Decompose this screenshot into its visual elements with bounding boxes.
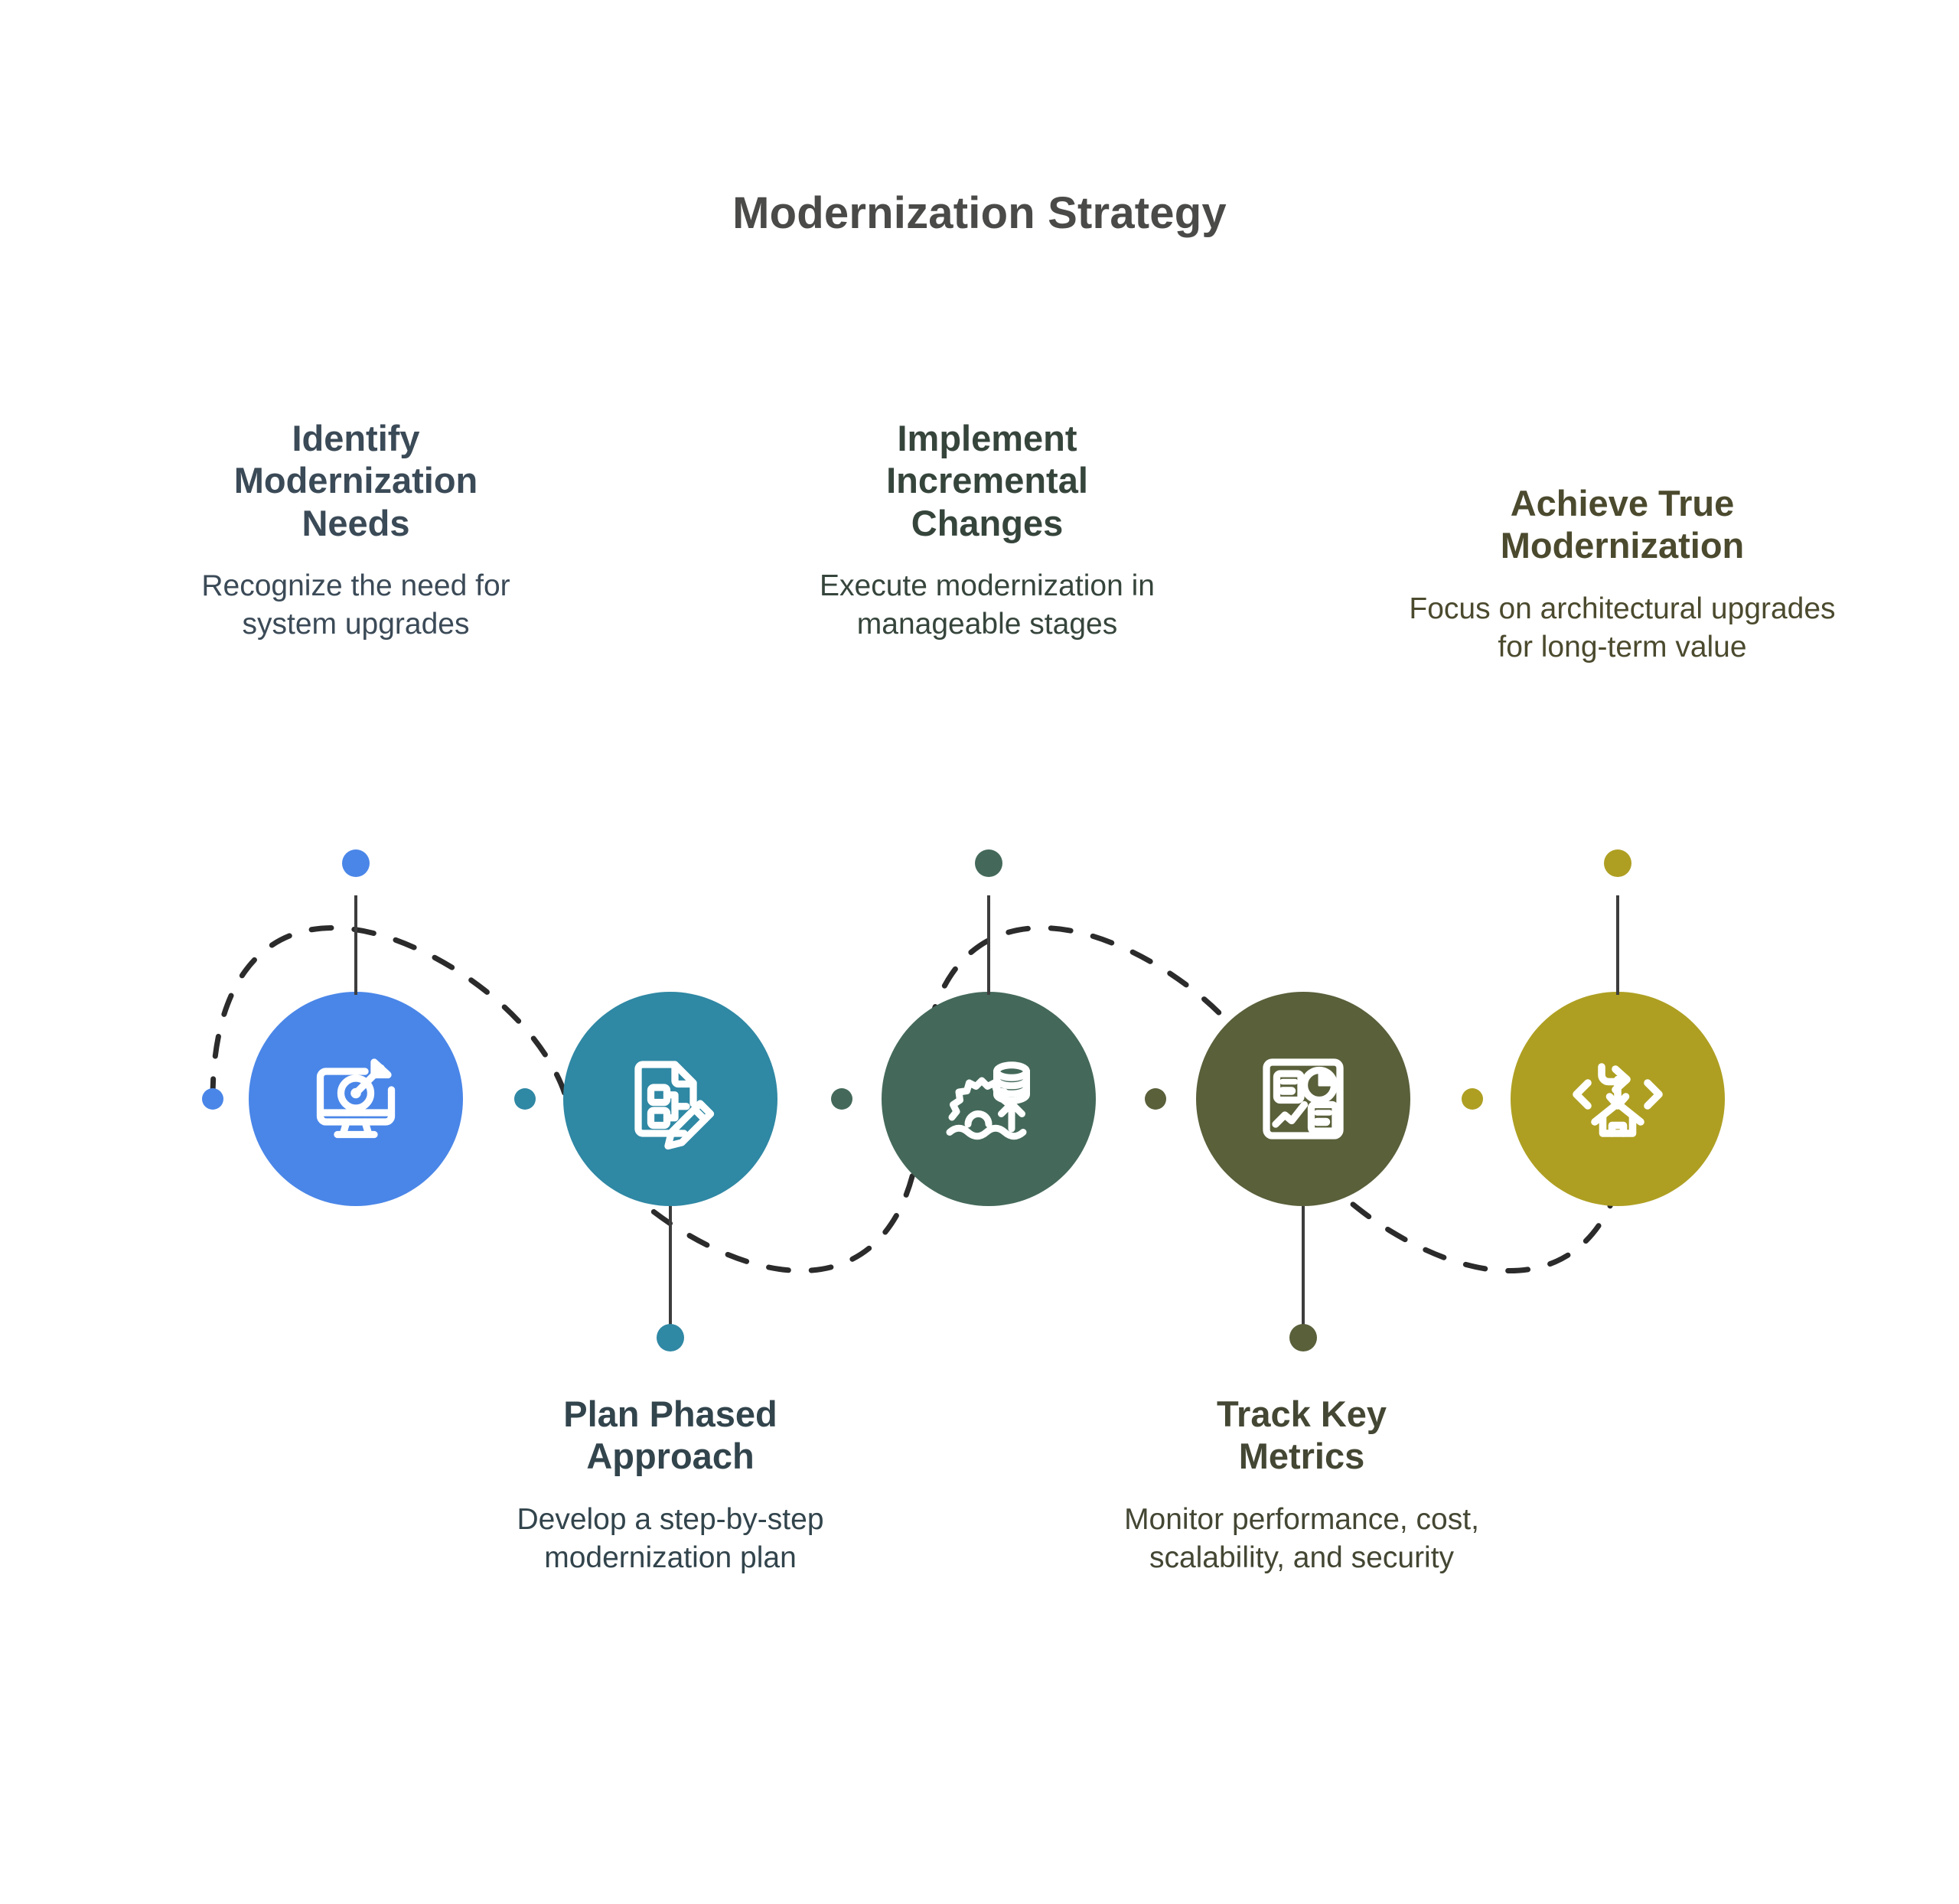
gear-waves-database-icon <box>946 1061 1030 1140</box>
step-title-1-line3: Needs <box>302 502 410 543</box>
step-title-1-line1: Identify <box>292 418 420 458</box>
step-title-3-line2: Incremental <box>886 460 1088 501</box>
step-title-5-line2: Modernization <box>1500 525 1745 566</box>
node-circle-plan-phased-approach[interactable] <box>563 992 777 1206</box>
step-description-2: Develop a step-by-step modernization pla… <box>517 1502 824 1574</box>
step-title-1-line2: Modernization <box>233 460 478 501</box>
wave-dot-step-3 <box>831 1088 852 1110</box>
step-title-2-line2: Approach <box>586 1436 755 1477</box>
step-description-1: Recognize the need for system upgrades <box>201 569 510 641</box>
wave-dot-step-1 <box>202 1088 223 1110</box>
step-title-3-line3: Changes <box>911 502 1064 543</box>
stem-dot-step-4 <box>1289 1324 1317 1351</box>
step-title-2: Plan Phased Approach <box>448 1393 892 1478</box>
stem-step-3 <box>987 895 990 995</box>
step-title-1: Identify Modernization Needs <box>134 417 578 544</box>
step-description-5: Focus on architectural upgrades for long… <box>1409 592 1836 663</box>
stem-step-1 <box>354 895 357 995</box>
monitor-target-icon <box>316 1058 396 1139</box>
wave-dot-step-4 <box>1145 1088 1166 1110</box>
page-title: Modernization Strategy <box>732 188 1227 238</box>
step-title-4-line2: Metrics <box>1238 1436 1365 1477</box>
stem-dot-step-3 <box>975 849 1002 877</box>
step-title-5: Achieve True Modernization <box>1393 482 1852 567</box>
step-title-5-line1: Achieve True <box>1510 483 1735 523</box>
label-block-achieve-true-modernization: Achieve True Modernization Focus on arch… <box>1393 482 1852 667</box>
dashboard-charts-icon <box>1263 1058 1344 1139</box>
node-circle-track-key-metrics[interactable] <box>1196 992 1410 1206</box>
node-circle-identify-modernization-needs[interactable] <box>249 992 463 1206</box>
node-circle-implement-incremental-changes[interactable] <box>882 992 1096 1206</box>
stem-step-4 <box>1302 1206 1305 1329</box>
label-block-identify-modernization-needs: Identify Modernization Needs Recognize t… <box>134 417 578 644</box>
stem-dot-step-5 <box>1604 849 1631 877</box>
wave-dot-step-2 <box>514 1088 536 1110</box>
stem-step-5 <box>1616 895 1619 995</box>
home-code-brackets-icon <box>1573 1063 1663 1137</box>
step-title-2-line1: Plan Phased <box>563 1394 777 1434</box>
stem-step-2 <box>669 1206 672 1329</box>
node-circle-achieve-true-modernization[interactable] <box>1511 992 1725 1206</box>
step-description-3: Execute modernization in manageable stag… <box>820 569 1155 641</box>
label-block-plan-phased-approach: Plan Phased Approach Develop a step-by-s… <box>448 1393 892 1577</box>
step-title-3-line1: Implement <box>897 418 1077 458</box>
stem-dot-step-2 <box>657 1324 684 1351</box>
label-block-implement-incremental-changes: Implement Incremental Changes Execute mo… <box>765 417 1209 644</box>
stem-dot-step-1 <box>342 849 370 877</box>
label-block-track-key-metrics: Track Key Metrics Monitor performance, c… <box>1080 1393 1524 1577</box>
step-title-4: Track Key Metrics <box>1080 1393 1524 1478</box>
step-title-4-line1: Track Key <box>1216 1394 1387 1434</box>
step-description-4: Monitor performance, cost, scalability, … <box>1124 1502 1479 1574</box>
wave-dot-step-5 <box>1462 1088 1483 1110</box>
step-title-3: Implement Incremental Changes <box>765 417 1209 544</box>
document-flowchart-pencil-icon <box>634 1061 715 1150</box>
